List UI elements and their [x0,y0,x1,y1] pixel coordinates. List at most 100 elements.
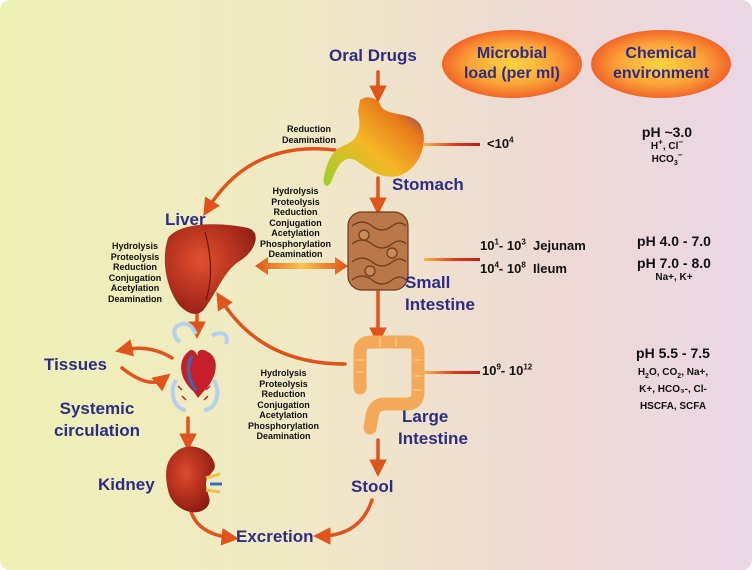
chemical-environment-header: Chemical environment [601,44,721,84]
arrow-stool-to-excretion [313,498,374,545]
reaction-item: Reduction [287,124,331,134]
ion: H [637,367,646,378]
reaction-item: Reduction [273,207,318,217]
microbial-load-large: 109- 1012 [482,363,532,378]
ion-charge: + [658,137,663,147]
chemical-header-line2: environment [612,65,709,82]
large-intestine-label-line2: Intestine [398,429,468,448]
load-exponent: 4 [509,135,514,145]
reaction-item: Acetylation [271,228,320,238]
reaction-item: Hydrolysis [260,368,307,378]
stomach-reactions: Reduction Deamination [282,124,336,145]
bar-large-intestine [424,371,480,374]
range-separator: - [500,363,509,378]
load-base: 10 [480,238,495,253]
small-intestine-illustration [347,211,409,291]
load-exponent: 4 [494,260,499,270]
liver-label: Liver [165,210,206,229]
segment-name: Ileum [533,261,567,276]
large-intestine-haustra [356,337,422,391]
ion: , Na+, [681,367,709,378]
reaction-item: Deamination [282,134,337,145]
reaction-item: Reduction [261,389,306,399]
load-exponent: 12 [523,362,533,372]
ion-line: HSCFA, SCFA [639,401,707,412]
microbial-oval [442,30,582,98]
ion-line: Na+, K+ [655,272,693,283]
load-base: 10 [506,238,522,253]
ion-line: HCO3− [622,150,712,167]
reaction-item: Hydrolysis [272,186,319,196]
ion: O, CO [648,367,678,378]
reaction-item: Conjugation [108,272,162,283]
small-intestine-label: Small Intestine [405,272,475,316]
reaction-item: Phosphorylation [260,238,332,249]
tissues-label: Tissues [44,355,108,374]
load-exponent: 3 [521,237,526,247]
load-base: 10 [480,261,495,276]
chemical-small-intestine: pH 4.0 - 7.0 pH 7.0 - 8.0 Na+, K+ [622,233,726,284]
ion-charge: − [677,150,683,160]
load-base: 10 [506,261,522,276]
reaction-item: Reduction [113,262,157,272]
range-separator: - [498,238,507,253]
ion-line: K+, HCO₃-, Cl- [639,384,707,395]
oral-drugs-label: Oral Drugs [329,46,417,65]
ion-charge: − [678,137,684,147]
chemical-stomach: pH ~3.0 H+, Cl− HCO3− [622,124,712,167]
systemic-circulation-label: Systemic circulation [54,398,140,442]
load-base: <10 [487,136,510,151]
arrow-stomach-to-liver [203,147,337,216]
large-intestine-illustration [353,335,425,435]
reaction-item: Deamination [256,431,311,441]
load-exponent: 8 [521,260,526,270]
reaction-item: Acetylation [110,283,160,293]
ion-line: H2O, CO2, Na+, [612,364,734,381]
range-separator: - [498,261,507,276]
chemical-header-line1: Chemical [625,45,697,62]
ph-value: pH 5.5 - 7.5 [636,345,710,361]
reaction-item: Proteolysis [110,251,160,262]
systemic-label-line2: circulation [54,421,140,440]
large-intestine-label: Large Intestine [398,406,468,450]
ph-value: pH ~3.0 [641,124,693,140]
load-exponent: 1 [494,237,499,247]
bar-stomach [424,143,480,146]
excretion-label: Excretion [236,527,314,546]
small-intestine-label-line2: Intestine [405,295,475,314]
systemic-label-line1: Systemic [59,399,135,418]
reaction-item: Deamination [268,249,323,259]
reaction-item: Acetylation [259,410,308,420]
ion: HCO [651,154,674,165]
load-base: 10 [508,363,524,378]
reaction-item: Phosphorylation [248,420,320,431]
segment-name: Jejunam [533,238,586,253]
arrow-liver-small-exchange [255,257,348,275]
large-intestine-reactions: Hydrolysis Proteolysis Reduction Conjuga… [248,368,319,442]
ion-subscript: 2 [677,373,682,380]
arrow-tissues-to-systemic [120,366,171,392]
kidney-label: Kidney [98,475,155,494]
load-base: 10 [482,363,497,378]
arrow-kidney-to-excretion [188,506,239,546]
arrow-large-to-liver [216,292,347,366]
stomach-label: Stomach [392,175,464,194]
ion-subscript: 2 [645,373,649,380]
ph-value: pH 7.0 - 8.0 [637,255,711,271]
reaction-item: Proteolysis [271,196,320,207]
microbial-load-jejunum: 101- 103 Jejunam [480,238,586,253]
reaction-item: Proteolysis [259,378,308,389]
arrow-systemic-to-tissues [115,339,174,360]
small-intestine-label-line1: Small [405,273,451,292]
microbial-load-header: Microbial load (per ml) [452,44,572,84]
microbial-header-line1: Microbial [476,45,548,62]
liver-reactions: Hydrolysis Proteolysis Reduction Conjuga… [108,241,162,304]
reaction-item: Deamination [108,293,163,304]
reaction-item: Hydrolysis [111,241,159,251]
small-intestine-reactions: Hydrolysis Proteolysis Reduction Conjuga… [260,186,331,260]
ion-subscript: 3 [673,160,678,167]
ion-line: H+, Cl− [650,137,684,152]
ion: H [650,141,659,152]
